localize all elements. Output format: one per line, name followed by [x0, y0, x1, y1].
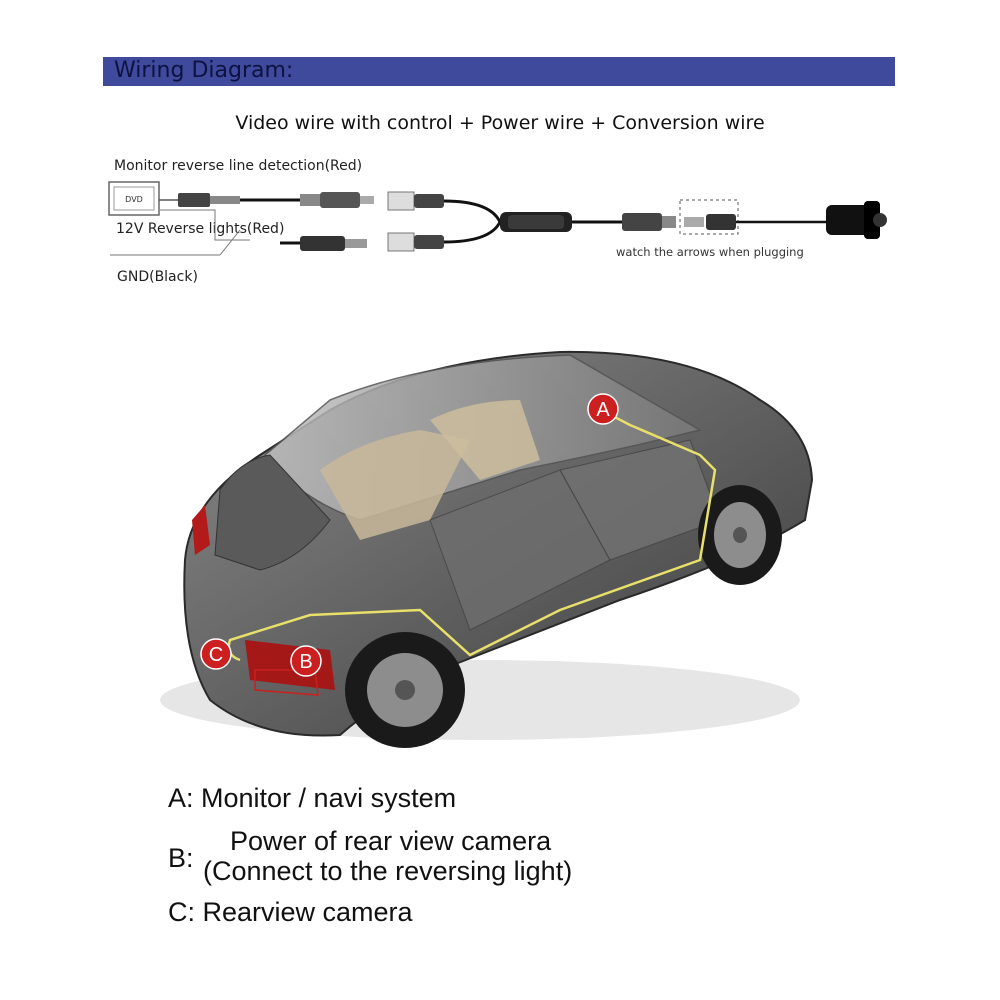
conversion-plug-top-icon — [387, 191, 444, 211]
svg-text:B: B — [299, 651, 312, 673]
monitor-line-label: Monitor reverse line detection(Red) — [114, 158, 363, 174]
reverse-lights-label: 12V Reverse lights(Red) — [116, 221, 285, 237]
power-plug-icon — [280, 236, 367, 251]
camera-wire-path — [227, 410, 717, 662]
legend-b-line1: Power of rear view camera — [230, 826, 552, 856]
marker-c: C — [200, 638, 232, 670]
car-illustration: A B C — [160, 350, 814, 748]
marker-b: B — [290, 645, 322, 677]
header-bar: Wiring Diagram: — [103, 57, 895, 86]
legend-b-line2: (Connect to the reversing light) — [203, 856, 573, 886]
legend-a: A: Monitor / navi system — [168, 783, 457, 813]
front-wheel — [698, 485, 782, 585]
dvd-label: DVD — [125, 195, 143, 204]
dvd-unit-icon: DVD — [108, 181, 160, 216]
rca-plug-left-icon — [178, 193, 300, 207]
legend-b-letter: B: — [168, 843, 194, 873]
legend-c: C: Rearview camera — [168, 897, 413, 927]
rca-plug-middle-icon — [300, 192, 374, 208]
rear-camera-icon — [826, 201, 887, 239]
wiring-diagram: DVD — [108, 181, 887, 256]
arrows-note: watch the arrows when plugging — [616, 245, 804, 259]
cable-junction-icon — [500, 212, 572, 232]
gnd-label: GND(Black) — [117, 269, 198, 285]
svg-text:C: C — [209, 644, 223, 666]
diagram-title: Wiring Diagram: — [114, 58, 294, 83]
rear-wheel — [345, 632, 465, 748]
aviation-connector-icon — [622, 199, 739, 235]
svg-text:A: A — [596, 399, 610, 421]
diagram-subtitle: Video wire with control + Power wire + C… — [235, 112, 765, 134]
conversion-plug-bottom-icon — [387, 232, 444, 252]
marker-a: A — [587, 393, 619, 425]
